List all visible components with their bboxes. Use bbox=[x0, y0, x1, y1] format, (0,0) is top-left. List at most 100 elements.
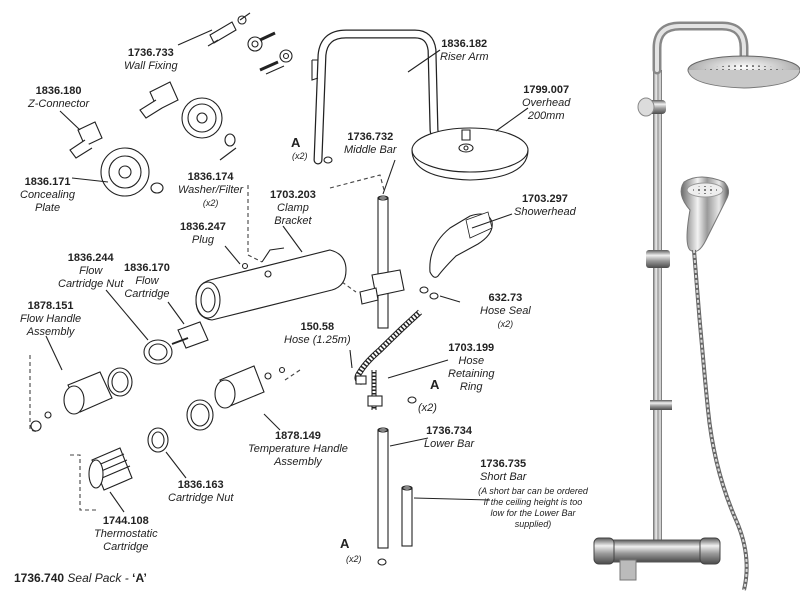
part-code: 632.73 bbox=[488, 292, 523, 304]
seal-marker-qty: (x2) bbox=[346, 554, 362, 564]
part-desc: Flow bbox=[135, 275, 159, 287]
thermostatic-cartridge-drawing bbox=[88, 427, 169, 491]
part-desc: Cartridge Nut bbox=[168, 492, 234, 504]
part-code: 1736.735 bbox=[480, 458, 527, 470]
seal-pack-letter: ‘A’ bbox=[132, 571, 147, 585]
middle-bar-drawing bbox=[377, 195, 389, 329]
label-flow-cartridge: 1836.170 Flow Cartridge bbox=[124, 262, 170, 301]
part-desc: Temperature Handle bbox=[248, 443, 348, 455]
seal-marker-qty: (x2) bbox=[418, 402, 437, 414]
part-desc: Wall Fixing bbox=[124, 60, 178, 72]
z-connector-drawing bbox=[69, 81, 223, 159]
part-desc: Flow bbox=[79, 265, 103, 277]
part-desc: Showerhead bbox=[514, 206, 576, 218]
part-code: 1836.180 bbox=[35, 85, 82, 97]
label-short-bar: 1736.735 Short Bar bbox=[480, 458, 526, 484]
part-code: 1744.108 bbox=[102, 515, 149, 527]
part-desc: Concealing bbox=[20, 189, 76, 201]
seal-marker-a: A bbox=[340, 536, 350, 551]
seal-marker-a: A bbox=[430, 377, 440, 392]
part-desc: Cartridge Nut bbox=[58, 278, 124, 290]
part-code: 1799.007 bbox=[523, 84, 570, 96]
part-code: 1703.203 bbox=[270, 189, 316, 201]
part-code: 1736.733 bbox=[127, 47, 174, 59]
part-code: 1836.171 bbox=[24, 176, 71, 188]
short-bar-note: (A short bar can be ordered if the ceili… bbox=[478, 486, 588, 529]
part-desc: Overhead bbox=[522, 97, 571, 109]
label-washer-filter: 1836.174 Washer/Filter (x2) bbox=[178, 171, 243, 210]
part-code: 150.58 bbox=[300, 321, 335, 333]
part-code: 1736.734 bbox=[426, 425, 473, 437]
label-cartridge-nut: 1836.163 Cartridge Nut bbox=[168, 479, 233, 505]
seal-pack-desc: Seal Pack - bbox=[67, 571, 133, 585]
part-desc: Assembly bbox=[26, 326, 75, 338]
part-desc: Washer/Filter bbox=[178, 184, 244, 196]
part-desc: Lower Bar bbox=[424, 438, 475, 450]
clamp-bracket-drawing bbox=[359, 269, 405, 305]
part-desc: Short Bar bbox=[480, 471, 527, 483]
part-desc: Z-Connector bbox=[28, 98, 90, 110]
label-hose-retaining-ring: 1703.199 Hose Retaining Ring bbox=[448, 342, 494, 394]
lower-bar-drawing bbox=[377, 427, 389, 549]
part-desc: Cartridge bbox=[103, 541, 149, 553]
label-overhead: 1799.007 Overhead 200mm bbox=[522, 84, 570, 123]
part-code: 1736.732 bbox=[347, 131, 394, 143]
label-thermostatic-cartridge: 1744.108 Thermostatic Cartridge bbox=[94, 515, 158, 554]
part-code: 1836.174 bbox=[187, 171, 234, 183]
label-clamp-bracket: 1703.203 Clamp Bracket bbox=[270, 189, 316, 228]
part-code: 1836.247 bbox=[180, 221, 226, 233]
label-middle-bar: 1736.732 Middle Bar bbox=[344, 131, 397, 157]
temperature-handle-drawing bbox=[186, 365, 286, 431]
seal-marker-a: A bbox=[291, 135, 301, 150]
part-code: 1836.170 bbox=[124, 262, 170, 274]
part-code: 1878.149 bbox=[275, 430, 321, 442]
overhead-drawing bbox=[411, 127, 529, 181]
label-lower-bar: 1736.734 Lower Bar bbox=[424, 425, 474, 451]
product-photo bbox=[593, 21, 800, 591]
label-temperature-handle: 1878.149 Temperature Handle Assembly bbox=[248, 430, 348, 469]
part-desc: Thermostatic bbox=[94, 528, 158, 540]
part-desc: Clamp bbox=[277, 202, 309, 214]
label-showerhead: 1703.297 Showerhead bbox=[514, 193, 576, 219]
part-desc: Bracket bbox=[274, 215, 312, 227]
label-wall-fixing: 1736.733 Wall Fixing bbox=[124, 47, 178, 73]
label-concealing-plate: 1836.171 Concealing Plate bbox=[20, 176, 75, 215]
hose-drawing bbox=[354, 309, 423, 410]
label-plug: 1836.247 Plug bbox=[180, 221, 226, 247]
part-desc: Hose Seal bbox=[480, 305, 531, 317]
label-flow-handle: 1878.151 Flow Handle Assembly bbox=[20, 300, 81, 339]
label-flow-cartridge-nut: 1836.244 Flow Cartridge Nut bbox=[58, 252, 123, 291]
wall-fixing-parts bbox=[207, 12, 293, 75]
part-qty: (x2) bbox=[202, 198, 219, 208]
seal-rings bbox=[323, 156, 417, 566]
part-desc: Assembly bbox=[274, 456, 322, 468]
part-desc: Plate bbox=[34, 202, 61, 214]
seal-pack-note: 1736.740 Seal Pack - ‘A’ bbox=[14, 571, 147, 585]
seal-pack-code: 1736.740 bbox=[14, 571, 65, 585]
short-bar-drawing bbox=[401, 485, 413, 547]
label-riser-arm: 1836.182 Riser Arm bbox=[440, 38, 488, 64]
part-code: 1703.297 bbox=[521, 193, 568, 205]
showerhead-drawing bbox=[429, 211, 493, 278]
part-code: 1836.182 bbox=[441, 38, 488, 50]
part-code: 1836.244 bbox=[67, 252, 114, 264]
part-desc: Ring bbox=[459, 381, 483, 393]
part-desc: Cartridge bbox=[124, 288, 170, 300]
seal-marker-qty: (x2) bbox=[292, 151, 308, 161]
concealing-plate-drawing bbox=[100, 133, 236, 197]
label-hose: 150.58 Hose (1.25m) bbox=[284, 321, 351, 347]
part-desc: Hose (1.25m) bbox=[284, 334, 351, 346]
part-desc: Middle Bar bbox=[344, 144, 397, 156]
part-desc: Retaining bbox=[448, 368, 495, 380]
part-desc: Flow Handle bbox=[20, 313, 82, 325]
flow-handle-drawing bbox=[30, 367, 133, 432]
part-code: 1703.199 bbox=[448, 342, 495, 354]
part-code: 1878.151 bbox=[27, 300, 74, 312]
label-z-connector: 1836.180 Z-Connector bbox=[28, 85, 89, 111]
label-hose-seal: 632.73 Hose Seal (x2) bbox=[480, 292, 531, 331]
hose-seal-drawing bbox=[419, 286, 439, 300]
part-desc: Riser Arm bbox=[440, 51, 489, 63]
valve-body-drawing bbox=[195, 247, 347, 321]
